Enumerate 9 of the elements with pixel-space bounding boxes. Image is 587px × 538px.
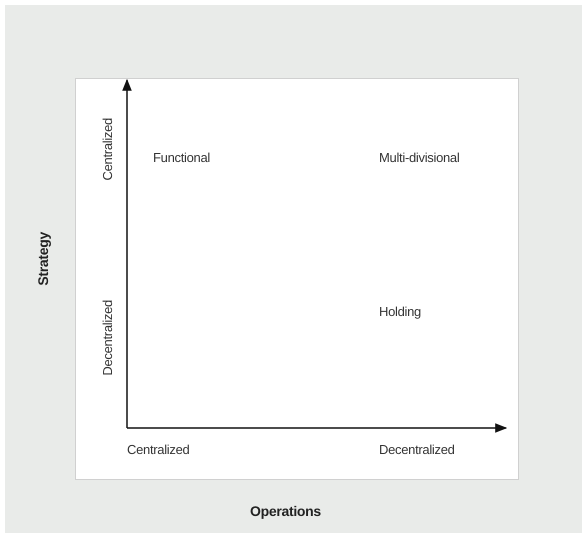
axis-tick-label: Decentralized <box>379 442 455 457</box>
axis-tick-label: Decentralized <box>100 300 115 376</box>
quadrant-label: Holding <box>379 304 421 319</box>
axis-tick-label: Centralized <box>127 442 190 457</box>
axis-title: Strategy <box>35 232 51 286</box>
quadrant-label: Functional <box>153 150 210 165</box>
axis-tick-label: Centralized <box>100 118 115 180</box>
axis-title: Operations <box>250 503 321 519</box>
quadrant-label: Multi-divisional <box>379 150 460 165</box>
